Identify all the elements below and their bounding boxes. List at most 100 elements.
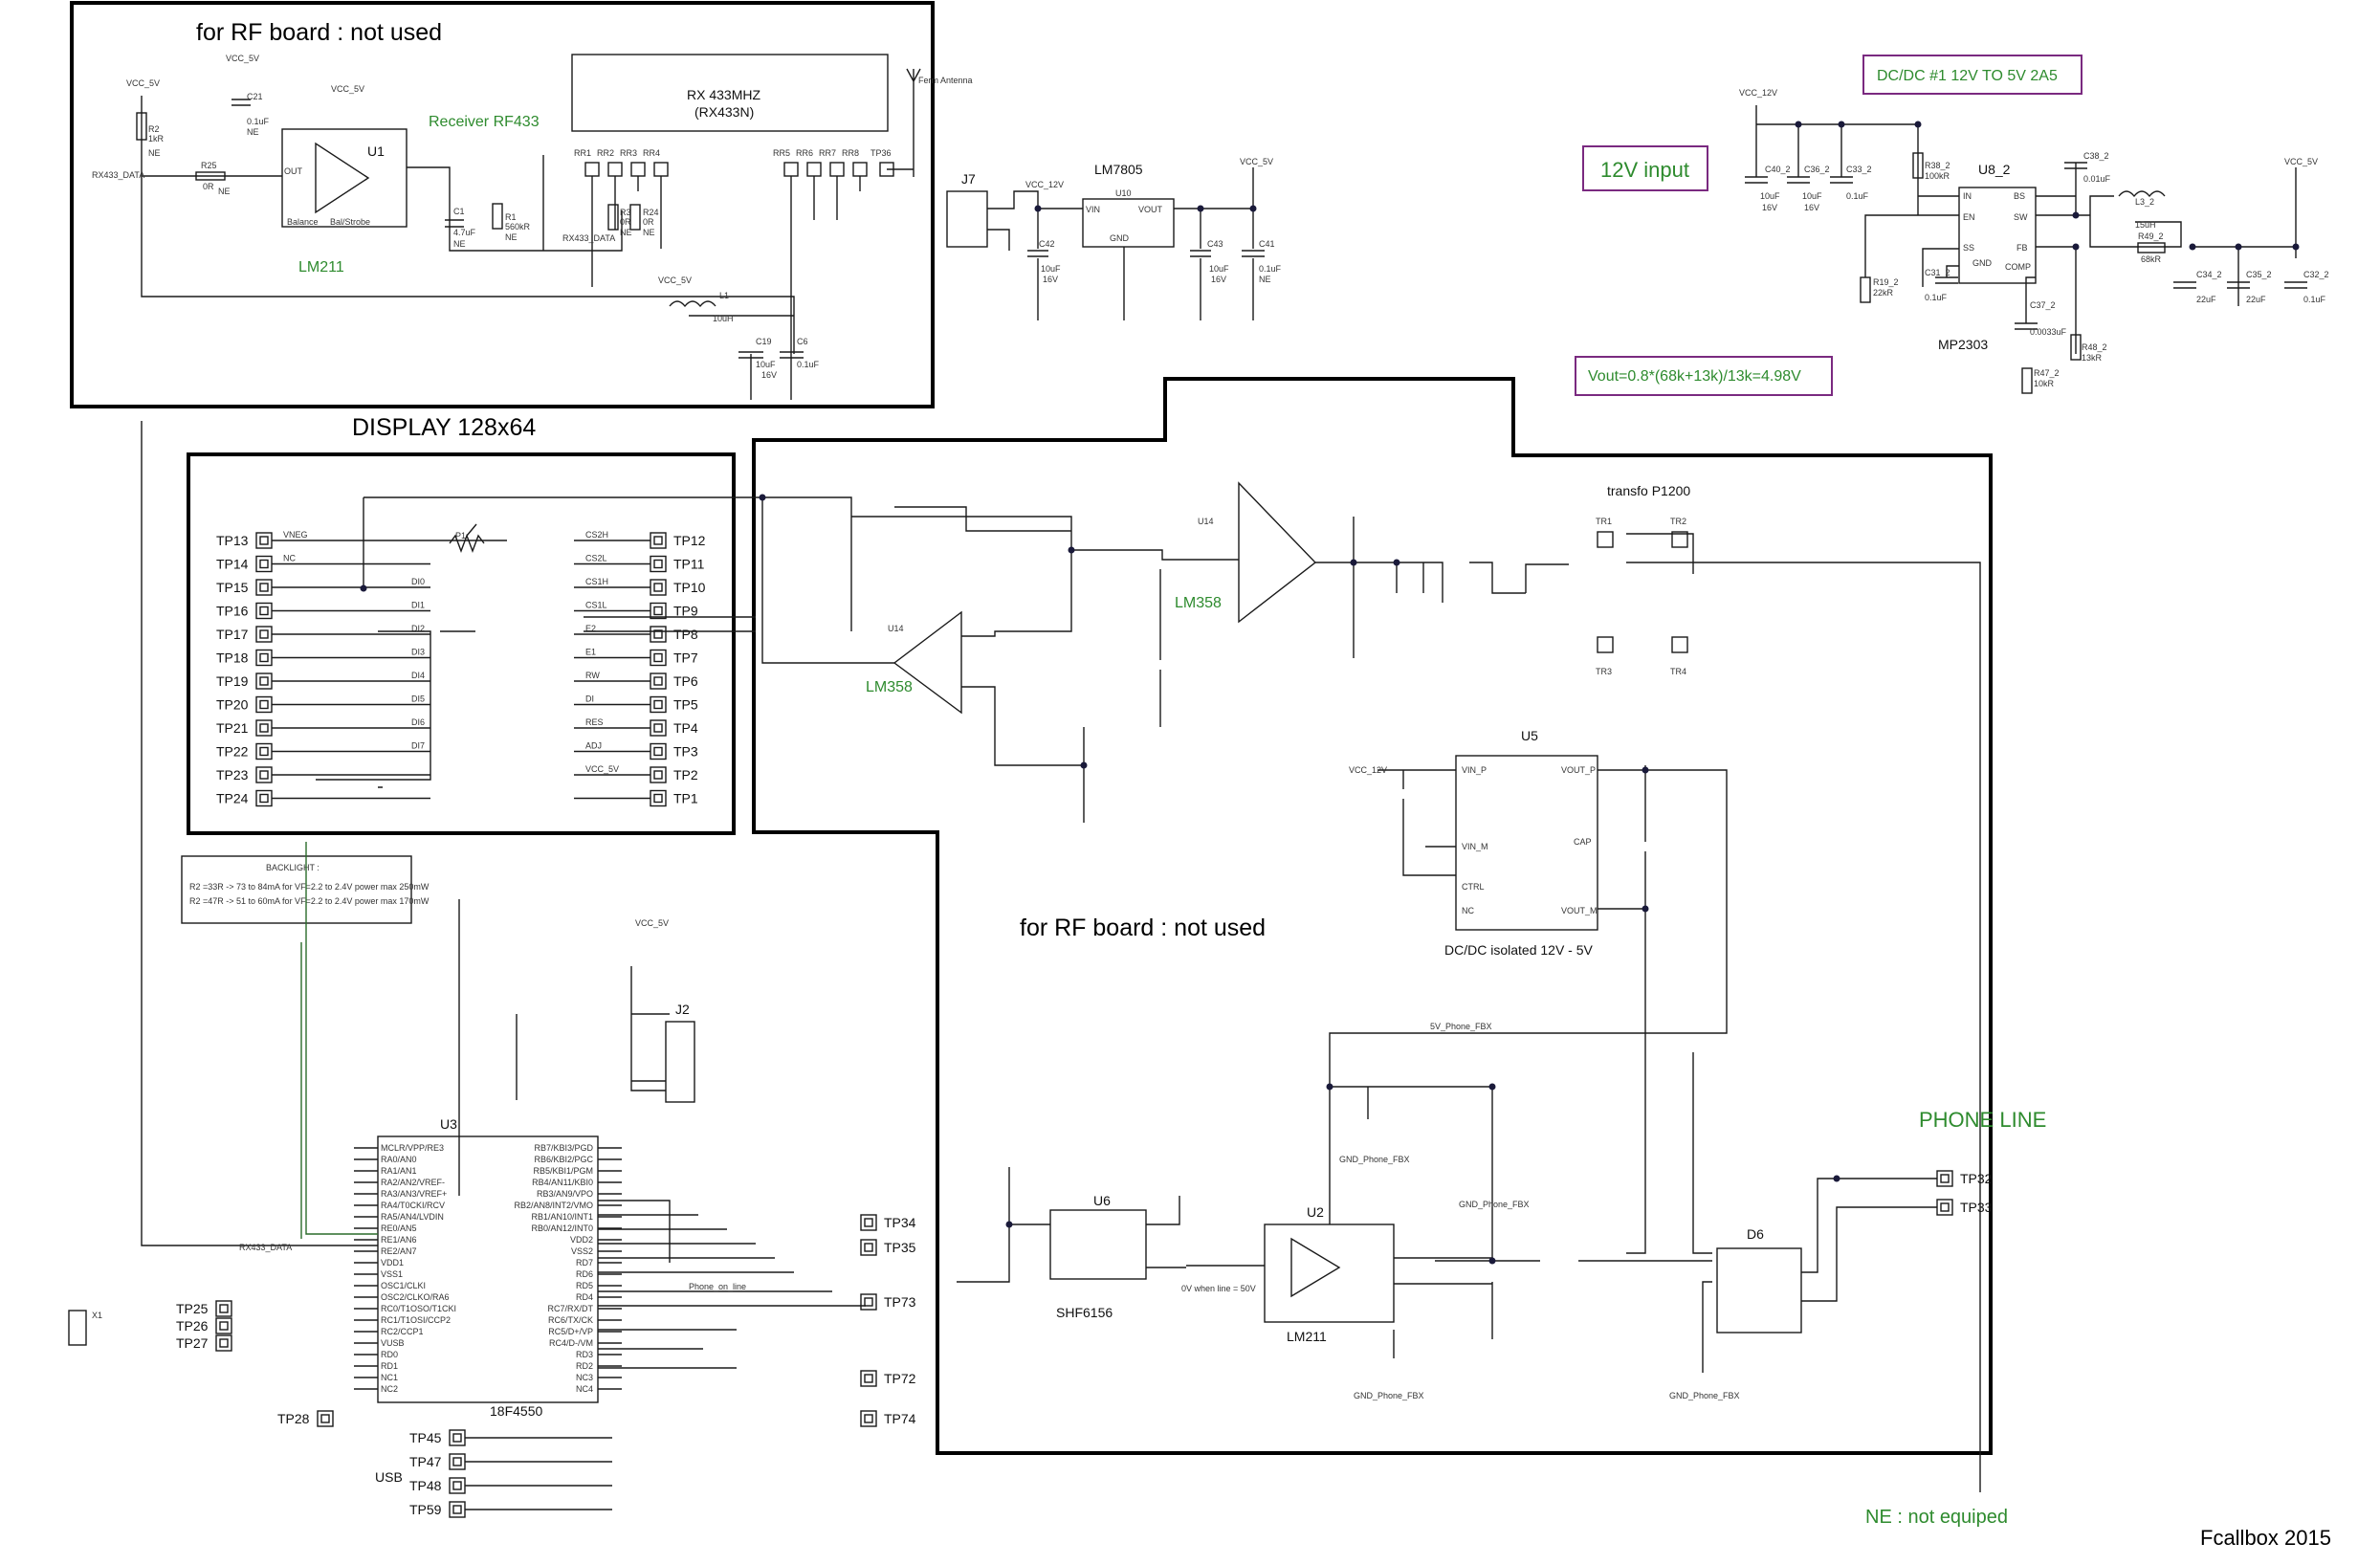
- mcu-pin-label: RD7: [576, 1258, 593, 1267]
- testpoint-label: TP20: [216, 697, 249, 713]
- testpoint-pad-inner: [452, 1505, 462, 1514]
- mcu-pin-label: RD2: [576, 1361, 593, 1371]
- testpoint-label: TP14: [216, 557, 249, 572]
- vcc5-rf-1: VCC_5V: [126, 78, 160, 88]
- testpoint-pad-inner: [1940, 1174, 1950, 1183]
- rx-data-net-top: RX433_DATA: [92, 170, 144, 180]
- testpoint-pad-inner: [653, 629, 663, 639]
- r25-val: 0R: [203, 182, 214, 191]
- l1-val: 10uH: [713, 314, 734, 323]
- testpoint-pad: [650, 532, 667, 549]
- testpoint-pad-inner: [653, 793, 663, 804]
- testpoint-label: TP26: [176, 1318, 209, 1334]
- mcu-pin-label: VDD1: [381, 1258, 404, 1267]
- vcc12-mp: VCC_12V: [1739, 88, 1777, 98]
- display-label: DISPLAY 128x64: [352, 414, 536, 441]
- mp2303-pin-gnd: GND: [1972, 258, 1993, 268]
- r2-val: 1kR: [148, 134, 165, 143]
- mp2303-pin-sw: SW: [2014, 212, 2028, 222]
- testpoint-pad-inner: [653, 583, 663, 592]
- vout-formula-box: [1575, 356, 1833, 396]
- testpoint-pad: [215, 1317, 232, 1334]
- lm211-bottom-name: LM211: [1287, 1329, 1327, 1344]
- dcdc-iso-wires: [1329, 765, 1728, 1262]
- mcu-block: U3 18F4550 MCLR/VPP/RE3RA0/AN0RA1/AN1RA2…: [68, 421, 866, 1419]
- testpoint-pad-inner: [452, 1481, 462, 1490]
- c36-ref: C36_2: [1804, 165, 1830, 174]
- vcc5-mcu: VCC_5V: [635, 918, 669, 928]
- testpoint-tp1: TP1: [650, 789, 698, 807]
- testpoint-pad: [860, 1293, 877, 1311]
- testpoint-pad: [1936, 1199, 1953, 1216]
- mcu-bus: [141, 421, 866, 1369]
- mcu-pin-label: MCLR/VPP/RE3: [381, 1143, 444, 1153]
- mp2303-body: [1958, 187, 2037, 284]
- c33-ref: C33_2: [1846, 165, 1872, 174]
- u14-b-ref: U14: [888, 624, 904, 633]
- tr4-ref: TR4: [1670, 667, 1686, 676]
- r49-ref: R49_2: [2138, 231, 2164, 241]
- display-wires: [316, 496, 762, 788]
- mp2303-pin-comp: COMP: [2005, 262, 2031, 272]
- display-net-label: E2: [585, 624, 596, 633]
- testpoint-tp18: TP18: [216, 649, 273, 667]
- lm358-wires: [761, 496, 1981, 1492]
- testpoint-tp28: TP28: [277, 1410, 334, 1427]
- testpoint-pad: [860, 1214, 877, 1231]
- mcu-pin-label: RB3/AN9/VPO: [537, 1189, 593, 1199]
- testpoint-pad-inner: [653, 746, 663, 757]
- testpoint-label: TP72: [884, 1371, 916, 1386]
- testpoint-pad-inner: [219, 1338, 229, 1348]
- r38-ref: R38_2: [1925, 161, 1950, 170]
- mp2303-pin-in: IN: [1963, 191, 1972, 201]
- c33-val: 0.1uF: [1846, 191, 1869, 201]
- testpoint-tp2: TP2: [650, 766, 698, 783]
- testpoint-tp23: TP23: [216, 766, 273, 783]
- c31-ref: C31_2: [1925, 268, 1950, 277]
- lm211-top-body: [281, 128, 408, 228]
- testpoint-label: TP25: [176, 1301, 209, 1316]
- mcu-pin-label: RE2/AN7: [381, 1246, 417, 1256]
- testpoint-pad-inner: [653, 559, 663, 569]
- testpoint-tp17: TP17: [216, 626, 273, 643]
- u3-ref: U3: [440, 1116, 457, 1132]
- optocoupler-body: [1049, 1209, 1147, 1280]
- c34-val: 22uF: [2196, 295, 2216, 304]
- testpoint-pad-inner: [219, 1321, 229, 1331]
- testpoint-tp48: TP48: [409, 1477, 466, 1494]
- c31-val: 0.1uF: [1925, 293, 1948, 302]
- testpoint-label: TP18: [216, 650, 249, 666]
- c35-ref: C35_2: [2246, 270, 2272, 279]
- c41-val: 0.1uF: [1259, 264, 1282, 274]
- c35-val: 22uF: [2246, 295, 2266, 304]
- testpoint-pad-inner: [653, 536, 663, 545]
- display-net-label: RES: [585, 717, 604, 727]
- dcdc-iso-voutm: VOUT_M: [1561, 906, 1598, 915]
- testpoint-pad: [255, 695, 273, 714]
- r38-val: 100kR: [1925, 171, 1950, 181]
- mcu-pin-label: RC6/TX/CK: [548, 1315, 593, 1325]
- testpoint-pad: [317, 1410, 334, 1427]
- testpoint-tp74: TP74: [860, 1410, 916, 1427]
- c1-val: 4.7uF: [453, 228, 476, 237]
- c1-ref: C1: [453, 207, 465, 216]
- testpoint-pad: [255, 719, 273, 737]
- rx433-pin-rr3: RR3: [620, 148, 637, 158]
- rx433-subtitle: (RX433N): [694, 104, 754, 120]
- testpoint-tp8: TP8: [650, 626, 698, 643]
- display-net-label: RW: [585, 671, 600, 680]
- testpoint-pad-inner: [653, 652, 663, 663]
- testpoint-tp4: TP4: [650, 719, 698, 737]
- mcu-pin-label: RA1/AN1: [381, 1166, 417, 1176]
- testpoint-pad-inner: [259, 676, 269, 686]
- mcu-pin-label: RD4: [576, 1292, 593, 1302]
- c19-ref: C19: [756, 337, 772, 346]
- lm211-top-name: LM211: [298, 259, 344, 276]
- c19-note: 16V: [761, 370, 777, 380]
- mcu-pin-label: RC2/CCP1: [381, 1327, 424, 1336]
- c1-note: NE: [453, 239, 466, 249]
- testpoint-pad: [449, 1453, 466, 1470]
- mp2303-pin-ss: SS: [1963, 243, 1974, 253]
